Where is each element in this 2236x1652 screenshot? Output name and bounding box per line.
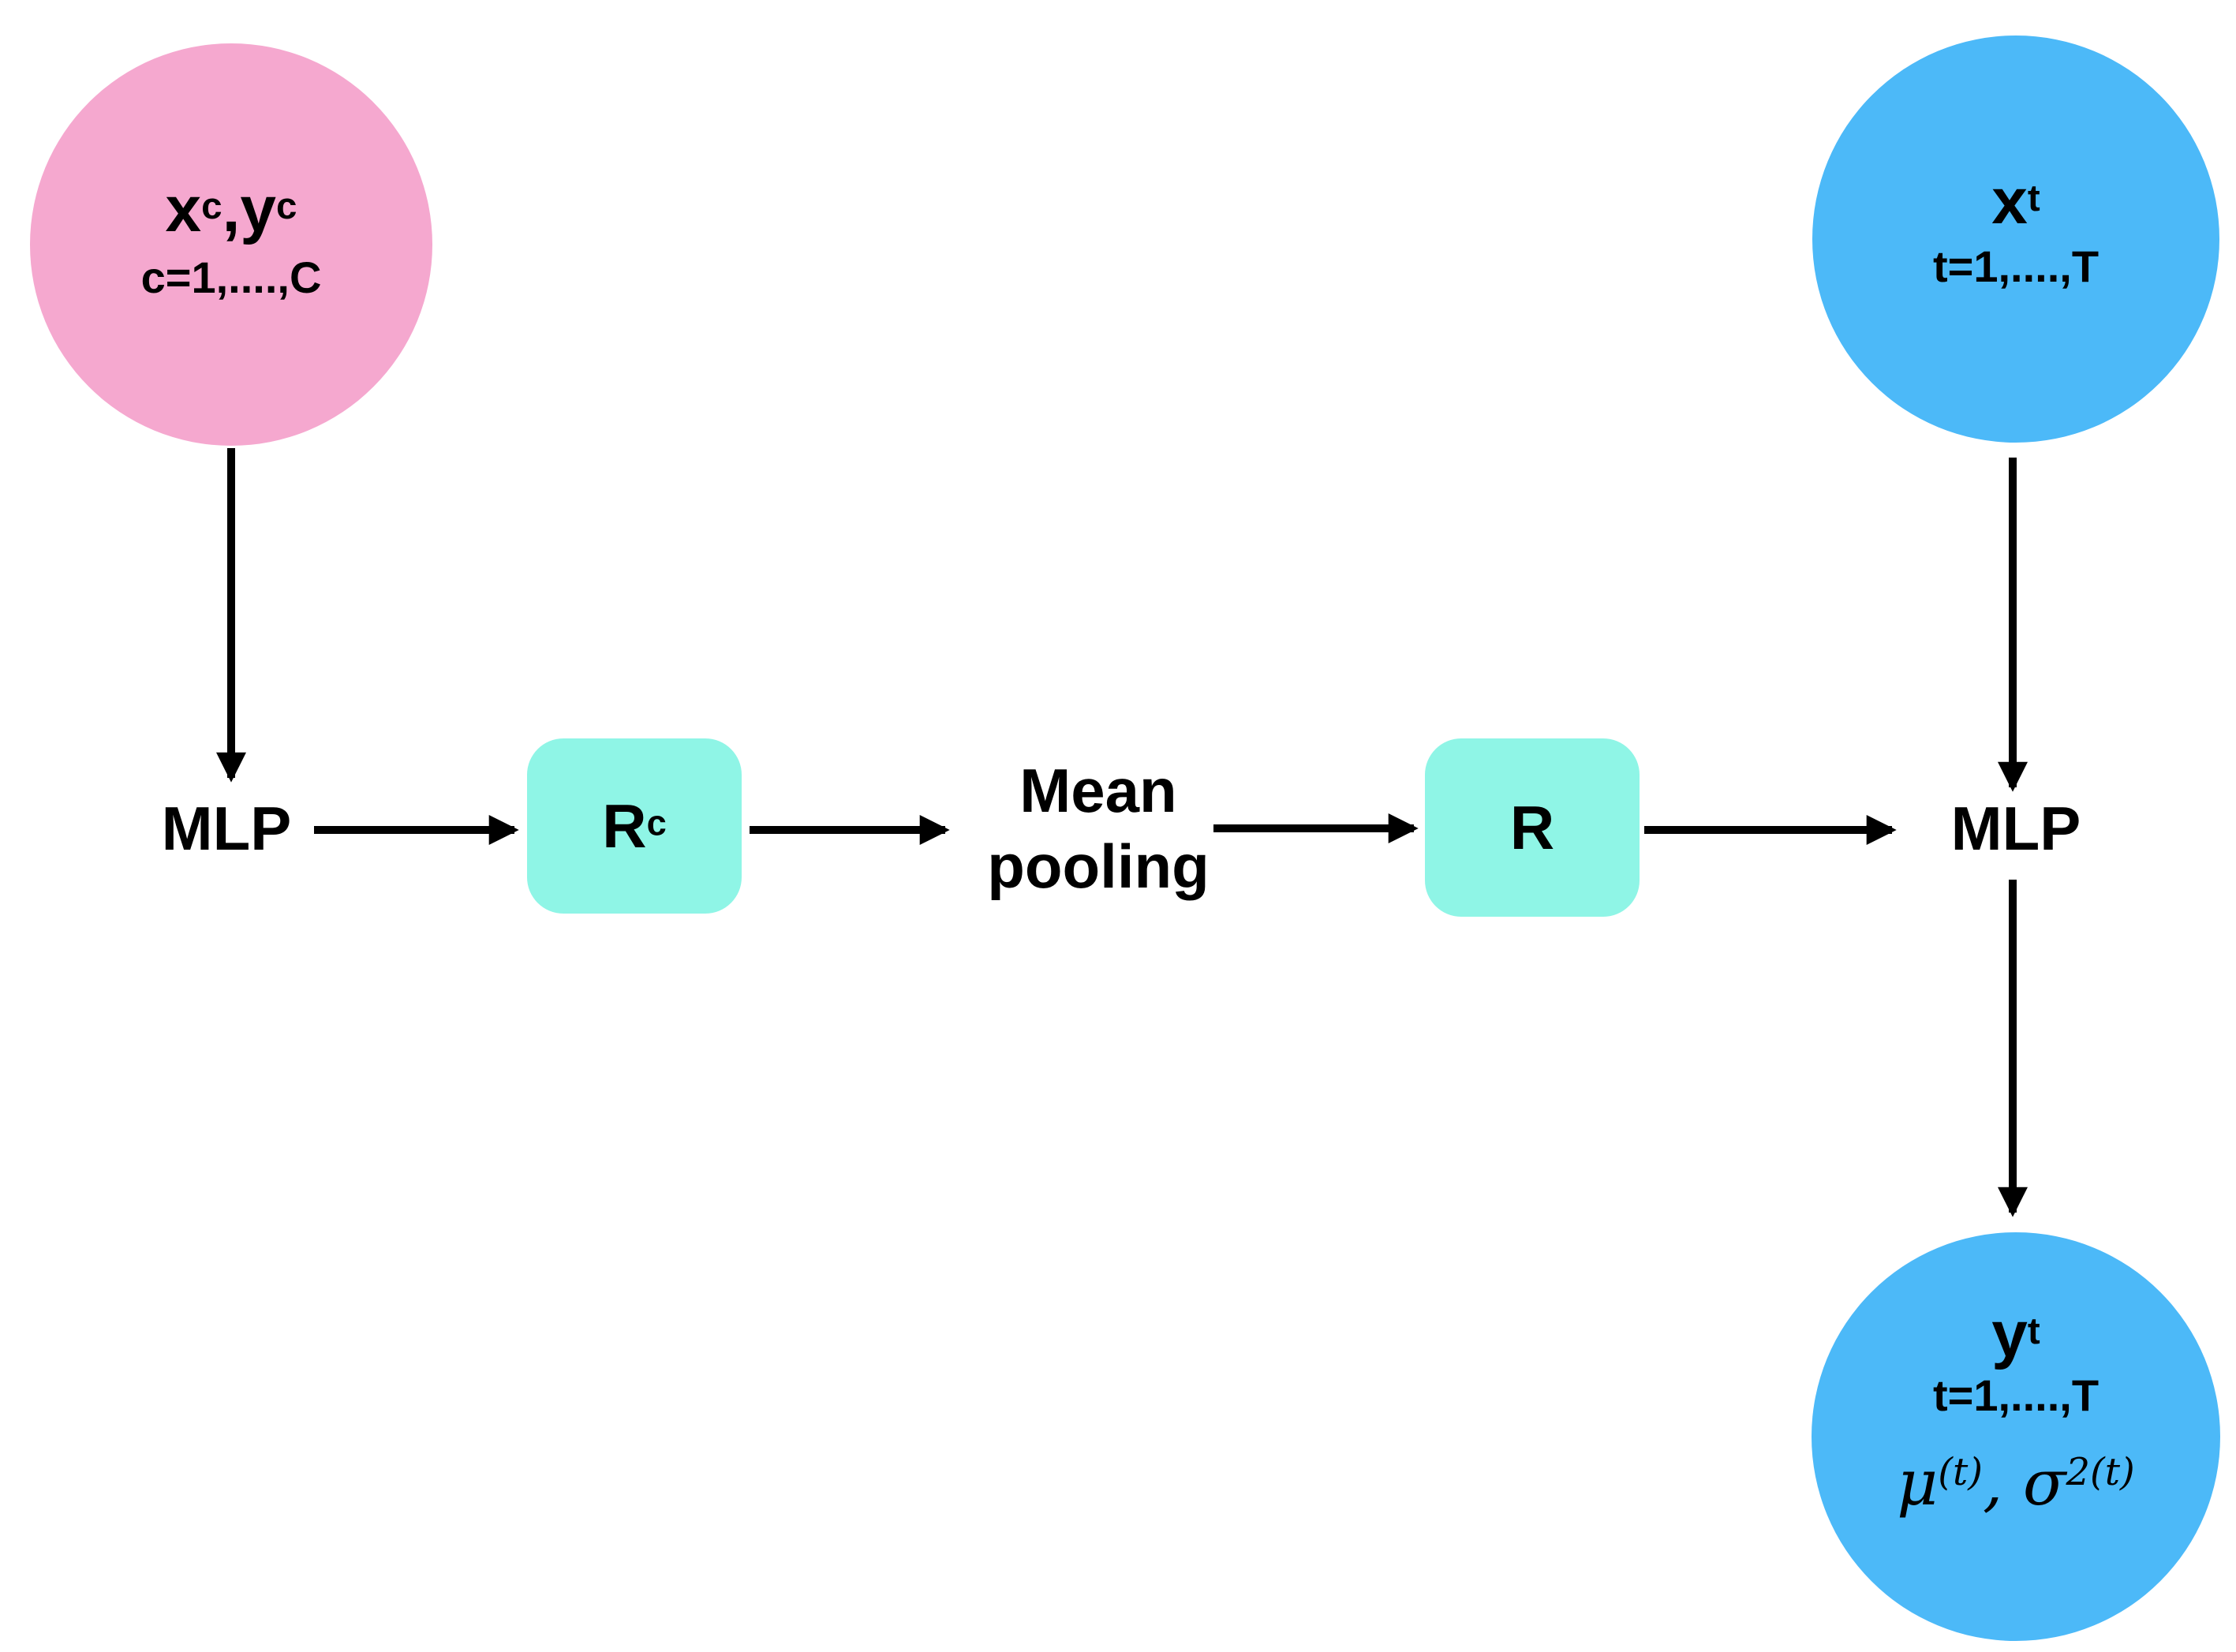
context-set-circle: xc,yc c=1,....,C bbox=[30, 43, 432, 446]
rc-base: R bbox=[602, 791, 647, 861]
aggregated-representation-label: R bbox=[1509, 793, 1555, 862]
context-representation-label: Rc bbox=[602, 795, 667, 857]
context-y-base: ,y bbox=[222, 174, 276, 245]
sigma-symbol: σ bbox=[2022, 1446, 2066, 1519]
mean-pooling-label: Mean pooling bbox=[987, 753, 1210, 904]
prediction-index-range-label: t=1,....,T bbox=[1932, 1370, 2100, 1420]
context-index-range-label: c=1,....,C bbox=[140, 252, 322, 302]
prediction-variable-label: yt bbox=[1812, 1303, 2220, 1367]
target-index-range-label: t=1,....,T bbox=[1932, 241, 2100, 291]
target-x-base: x bbox=[1991, 166, 2028, 237]
context-y-superscript: c bbox=[276, 185, 297, 227]
aggregated-representation-box: R bbox=[1425, 738, 1640, 917]
mu-symbol: μ bbox=[1897, 1446, 1939, 1519]
mu-sigma-separator: , bbox=[1983, 1446, 2023, 1519]
sigma-superscript: 2(t) bbox=[2066, 1450, 2135, 1495]
target-x-superscript: t bbox=[2027, 177, 2040, 219]
mean-pooling-line1: Mean bbox=[1019, 756, 1177, 825]
context-x-base: x bbox=[165, 174, 202, 245]
encoder-mlp-label: MLP bbox=[161, 794, 292, 863]
context-representation-box: Rc bbox=[527, 738, 742, 914]
mean-pooling-line2: pooling bbox=[987, 832, 1210, 901]
target-variable-label: xt bbox=[1812, 170, 2219, 234]
prediction-output-circle: yt t=1,....,T μ(t), σ2(t) bbox=[1812, 1232, 2220, 1641]
prediction-y-base: y bbox=[1991, 1299, 2028, 1370]
prediction-y-superscript: t bbox=[2027, 1310, 2040, 1352]
decoder-mlp-label: MLP bbox=[1950, 794, 2081, 863]
context-x-superscript: c bbox=[201, 185, 222, 227]
mu-superscript: (t) bbox=[1938, 1450, 1983, 1495]
target-input-circle: xt t=1,....,T bbox=[1812, 36, 2219, 443]
rc-superscript: c bbox=[646, 802, 667, 843]
context-variables-label: xc,yc bbox=[30, 178, 432, 242]
prediction-distribution-label: μ(t), σ2(t) bbox=[1812, 1452, 2220, 1515]
